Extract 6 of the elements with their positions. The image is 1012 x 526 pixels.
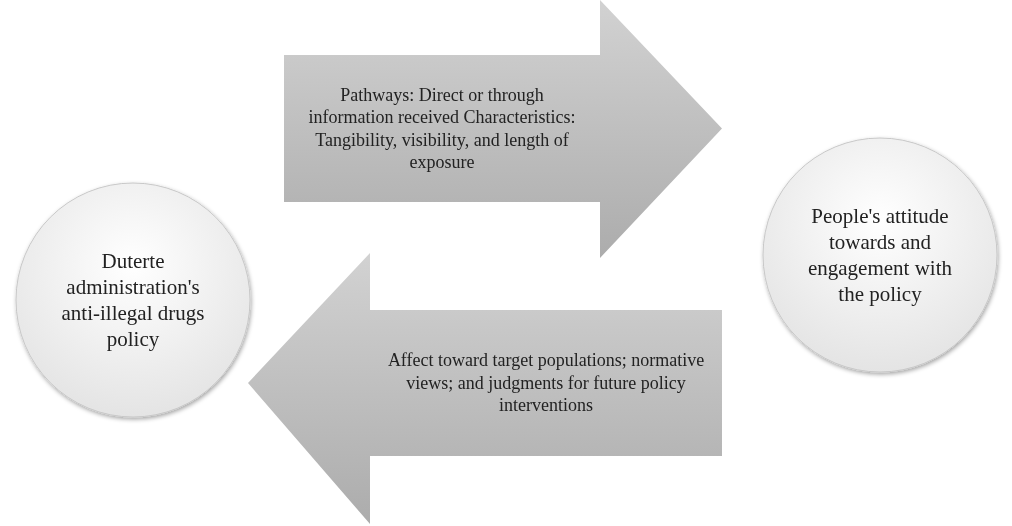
edge-label: Affect toward target populations; normative views; and judgments for future policy interventions — [386, 349, 706, 417]
node-label: People's attitude towards and engagement with the policy — [806, 202, 953, 308]
node-label: Duterte administration's anti-illegal drugs policy — [60, 247, 206, 353]
block-arrow — [284, 0, 722, 258]
block-arrow — [248, 253, 722, 524]
edge-label: Pathways: Direct or through information received Characteristics: Tangibility, visibility, and length of exposure — [307, 83, 577, 174]
